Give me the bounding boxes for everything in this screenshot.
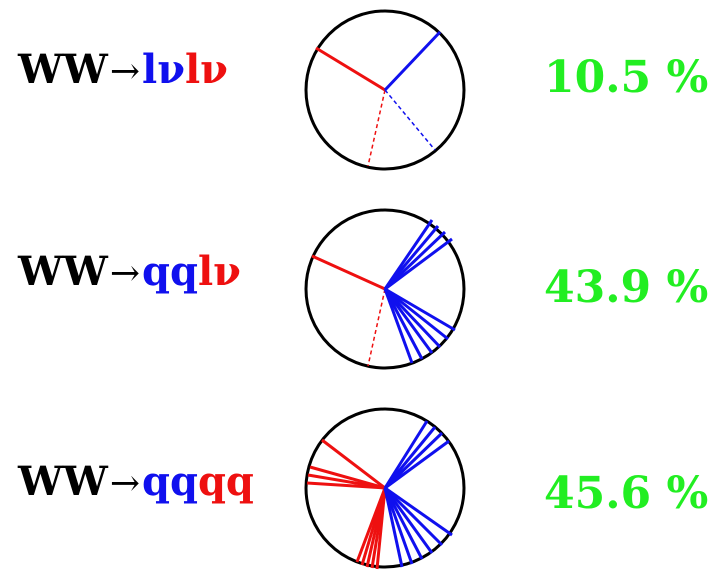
product-2: lν — [184, 46, 228, 93]
neutrino-track-red — [367, 89, 386, 167]
product-1: lν — [142, 46, 185, 93]
detector-circle — [304, 208, 466, 370]
arrow-icon: → — [109, 463, 141, 504]
neutrino-track-red — [367, 288, 386, 367]
product-1: qq — [142, 248, 198, 295]
branching-fraction-qqlv: 43.9 % — [544, 262, 709, 313]
lepton-track-red — [315, 46, 386, 92]
detector-circle — [304, 9, 466, 171]
jet-lower-blue — [383, 287, 456, 364]
product-2: lν — [197, 248, 241, 295]
event-display-qqqq — [304, 407, 466, 570]
event-display-qqlv — [304, 208, 466, 370]
event-display-lvlv — [304, 9, 466, 171]
jet-upper-blue — [383, 420, 450, 490]
product-1: qq — [142, 458, 198, 505]
channel-prefix: WW — [18, 248, 108, 295]
channel-label-lvlv: WW→lνlν — [18, 50, 228, 90]
jet-left-red — [306, 438, 386, 490]
neutrino-track-blue — [384, 89, 436, 151]
lepton-track-red — [311, 254, 386, 291]
branching-fraction-lvlv: 10.5 % — [544, 52, 709, 103]
lepton-track-blue — [383, 30, 442, 92]
channel-prefix: WW — [18, 46, 108, 93]
detector-circle — [304, 407, 466, 569]
arrow-icon: → — [109, 253, 141, 294]
jet-upper-blue — [383, 219, 453, 291]
jet-lower-red — [355, 487, 387, 570]
branching-fraction-qqqq: 45.6 % — [544, 468, 709, 519]
product-2: qq — [197, 458, 254, 505]
channel-label-qqqq: WW→qqqq — [18, 462, 254, 502]
channel-label-qqlv: WW→qqlν — [18, 252, 241, 292]
jet-lower-blue — [383, 486, 453, 568]
arrow-icon: → — [109, 51, 141, 92]
channel-prefix: WW — [18, 458, 108, 505]
